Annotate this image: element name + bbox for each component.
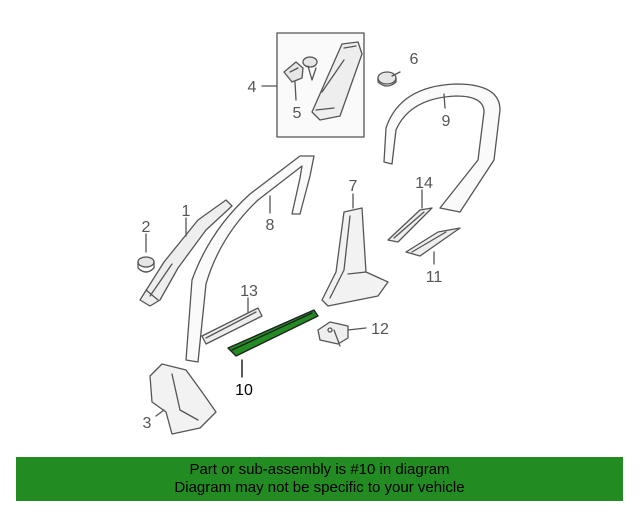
part-2-grommet — [137, 256, 155, 273]
callout-8: 8 — [266, 217, 275, 234]
part-7-center-pillar — [321, 207, 389, 307]
part-11-scuff — [405, 227, 461, 257]
callout-labels: 4 5 6 9 7 14 11 8 1 2 13 12 3 10 — [142, 51, 451, 432]
callout-5: 5 — [293, 105, 302, 122]
callout-11: 11 — [426, 269, 443, 286]
part-12-bracket — [317, 321, 349, 347]
part-10-highlighted — [227, 309, 319, 357]
leader-lines — [145, 71, 446, 417]
callout-7: 7 — [349, 178, 358, 195]
pillar-garnish — [311, 41, 363, 121]
part-6-grommet — [377, 71, 397, 87]
callout-1: 1 — [182, 203, 191, 220]
part-13-sill-plate — [201, 307, 263, 345]
callout-10: 10 — [235, 382, 253, 399]
callout-2: 2 — [142, 219, 151, 236]
part-8-roof-trim — [185, 155, 315, 363]
callout-3: 3 — [143, 415, 152, 432]
callout-9: 9 — [442, 113, 451, 130]
part-14-strip — [387, 207, 433, 243]
callout-4: 4 — [248, 79, 257, 96]
part-5-clip — [283, 61, 304, 83]
part-3-kick-panel — [149, 363, 217, 435]
screw — [302, 56, 318, 81]
part-9-weatherstrip — [383, 83, 501, 213]
banner-line-1: Part or sub-assembly is #10 in diagram — [189, 461, 450, 478]
banner-line-2: Diagram may not be specific to your vehi… — [174, 479, 465, 496]
parts-diagram: 4 5 6 9 7 14 11 8 1 2 13 12 3 10 — [137, 32, 501, 435]
callout-12: 12 — [371, 321, 389, 338]
callout-14: 14 — [415, 175, 433, 192]
info-banner: Part or sub-assembly is #10 in diagram D… — [16, 457, 623, 501]
callout-6: 6 — [410, 51, 419, 68]
part-1-front-pillar — [139, 199, 233, 307]
callout-13: 13 — [240, 283, 258, 300]
